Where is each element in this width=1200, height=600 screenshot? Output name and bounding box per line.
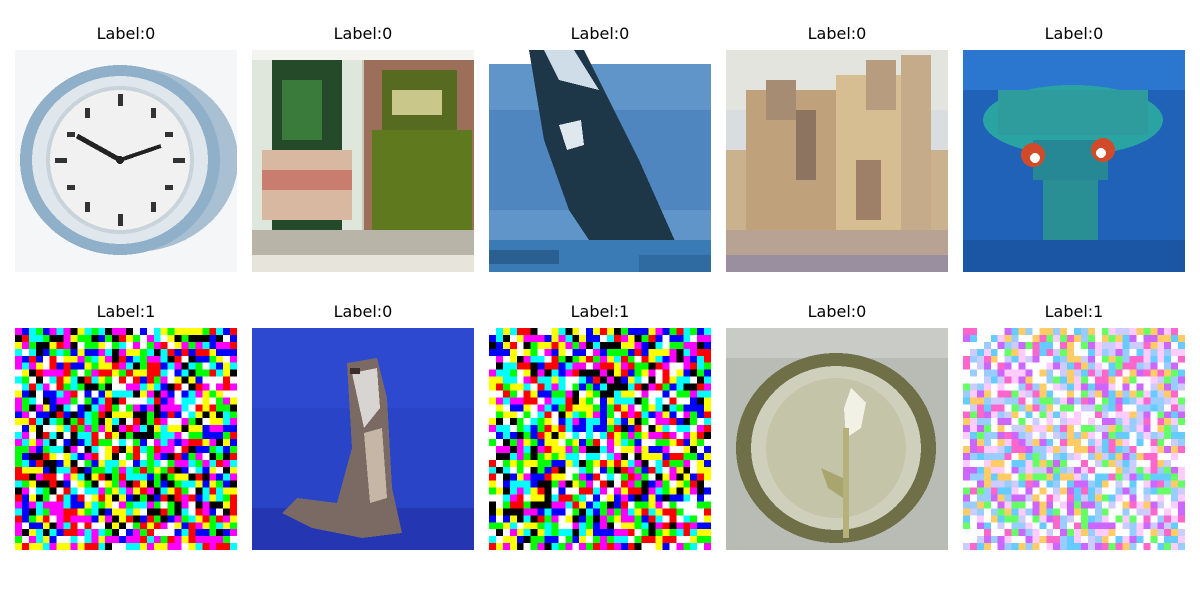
tile-label: Label:0 <box>96 24 156 43</box>
bottles-image <box>252 50 474 272</box>
whale-image <box>489 50 711 272</box>
otter-image <box>252 328 474 550</box>
tile-label: Label:0 <box>807 24 867 43</box>
noise-image <box>15 328 237 550</box>
tile-label: Label:0 <box>333 24 393 43</box>
tile-label: Label:0 <box>333 302 393 321</box>
castle-image <box>726 50 948 272</box>
tile-label: Label:1 <box>1044 302 1104 321</box>
tile-label: Label:0 <box>570 24 630 43</box>
tile-label: Label:0 <box>1044 24 1104 43</box>
tile-label: Label:1 <box>96 302 156 321</box>
clock-image <box>15 50 237 272</box>
mushroom-image <box>963 50 1185 272</box>
noise-image <box>963 328 1185 550</box>
plate-image <box>726 328 948 550</box>
noise-image <box>489 328 711 550</box>
tile-label: Label:0 <box>807 302 867 321</box>
tile-label: Label:1 <box>570 302 630 321</box>
